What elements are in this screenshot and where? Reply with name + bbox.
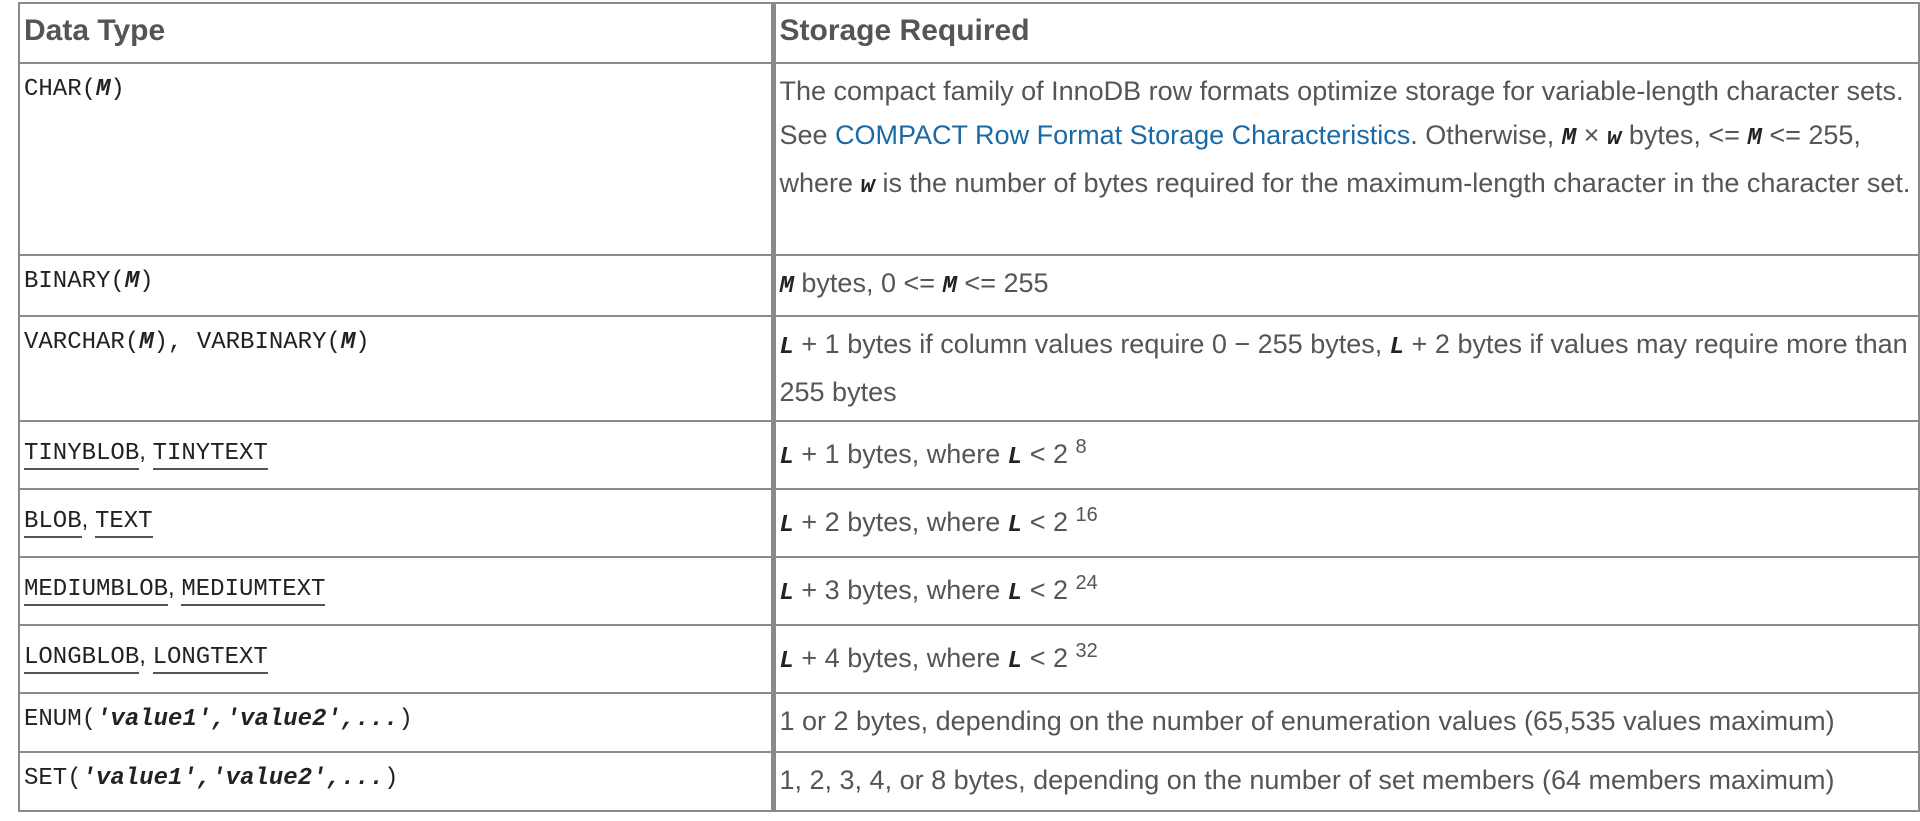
storage-cell: L + 1 bytes if column values require 0 −… [770,315,1920,422]
table-row: BLOB, TEXT L + 2 bytes, where L < 2 16 [18,488,1920,558]
storage-cell: M bytes, 0 <= M <= 255 [770,254,1920,317]
storage-cell: L + 1 bytes, where L < 2 8 [770,420,1920,490]
table-row: VARCHAR(M), VARBINARY(M) L + 1 bytes if … [18,315,1920,422]
table-row: ENUM('value1','value2',...) 1 or 2 bytes… [18,692,1920,753]
data-type-cell: ENUM('value1','value2',...) [18,692,774,753]
table-row: BINARY(M) M bytes, 0 <= M <= 255 [18,254,1920,317]
storage-cell: L + 3 bytes, where L < 2 24 [770,556,1920,626]
blob-link[interactable]: BLOB [24,508,82,538]
longblob-link[interactable]: LONGBLOB [24,644,140,674]
mediumtext-link[interactable]: MEDIUMTEXT [181,576,326,606]
tinyblob-link[interactable]: TINYBLOB [24,440,140,470]
table-row: MEDIUMBLOB, MEDIUMTEXT L + 3 bytes, wher… [18,556,1920,626]
table-row: LONGBLOB, LONGTEXT L + 4 bytes, where L … [18,624,1920,694]
storage-cell: The compact family of InnoDB row formats… [770,62,1920,256]
text-link[interactable]: TEXT [94,508,153,538]
compact-row-format-link[interactable]: COMPACT Row Format Storage Characteristi… [835,120,1411,150]
tinytext-link[interactable]: TINYTEXT [152,440,268,470]
longtext-link[interactable]: LONGTEXT [152,644,268,674]
data-type-cell: MEDIUMBLOB, MEDIUMTEXT [18,556,774,626]
table-row: TINYBLOB, TINYTEXT L + 1 bytes, where L … [18,420,1920,490]
mediumblob-link[interactable]: MEDIUMBLOB [24,576,169,606]
header-data-type: Data Type [18,2,774,64]
table-header-row: Data Type Storage Required [18,2,1920,64]
storage-cell: L + 2 bytes, where L < 2 16 [770,488,1920,558]
storage-requirements-table: Data Type Storage Required CHAR(M) The c… [18,2,1920,812]
data-type-cell: BLOB, TEXT [18,488,774,558]
data-type-cell: BINARY(M) [18,254,774,317]
header-storage-required: Storage Required [770,2,1920,64]
data-type-cell: CHAR(M) [18,62,774,256]
data-type-cell: SET('value1','value2',...) [18,751,774,812]
storage-cell: L + 4 bytes, where L < 2 32 [770,624,1920,694]
storage-cell: 1 or 2 bytes, depending on the number of… [770,692,1920,753]
data-type-cell: VARCHAR(M), VARBINARY(M) [18,315,774,422]
table-row: CHAR(M) The compact family of InnoDB row… [18,62,1920,256]
data-type-cell: LONGBLOB, LONGTEXT [18,624,774,694]
data-type-cell: TINYBLOB, TINYTEXT [18,420,774,490]
table-row: SET('value1','value2',...) 1, 2, 3, 4, o… [18,751,1920,812]
storage-cell: 1, 2, 3, 4, or 8 bytes, depending on the… [770,751,1920,812]
